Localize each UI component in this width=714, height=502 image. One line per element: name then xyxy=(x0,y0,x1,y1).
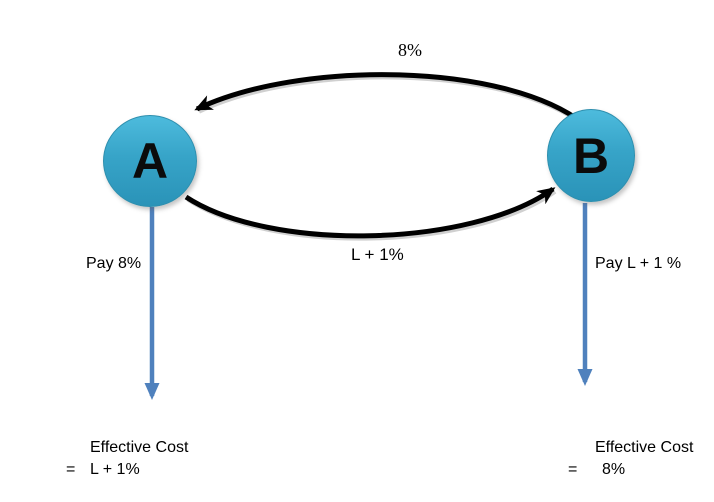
pay-label-a: Pay 8% xyxy=(86,255,142,272)
effective-cost-title-b: Effective Cost xyxy=(595,439,694,456)
equals-sign-a: = xyxy=(66,461,76,478)
bottom-flow-rate-label: L + 1% xyxy=(351,245,404,264)
effective-cost-title-a: Effective Cost xyxy=(90,439,189,456)
node-a-label: A xyxy=(131,133,169,189)
node-a: A xyxy=(103,115,197,207)
swap-arrow-top-shadow xyxy=(198,74,588,129)
pay-label-b: Pay L + 1 % xyxy=(595,255,682,272)
effective-cost-value-a: L + 1% xyxy=(90,461,140,478)
swap-arrow-top xyxy=(194,72,586,126)
effective-cost-value-b: 8% xyxy=(602,461,626,478)
effective-cost-block-a: Effective Cost = L + 1% xyxy=(65,437,188,481)
top-flow-rate-label: 8% xyxy=(398,40,422,60)
effective-cost-block-b: Effective Cost = 8% xyxy=(566,437,693,481)
swap-arrow-bottom xyxy=(184,186,556,239)
node-b: B xyxy=(547,109,635,202)
node-b-label: B xyxy=(572,127,610,184)
equals-sign-b: = xyxy=(568,461,578,478)
